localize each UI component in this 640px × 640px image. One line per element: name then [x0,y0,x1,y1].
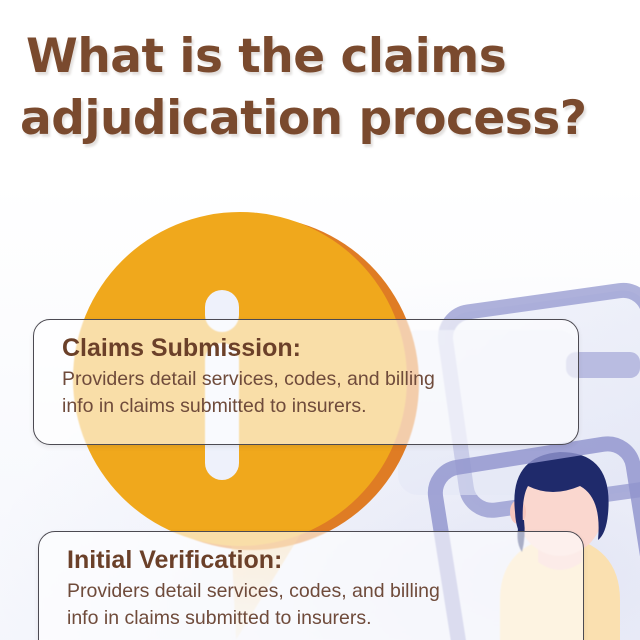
step-card-initial-verification[interactable]: Initial Verification: Providers detail s… [38,531,584,640]
page-title: What is the claims adjudication process? [20,26,632,150]
page-title-line-2: adjudication process? [20,91,587,146]
step-card-claims-submission[interactable]: Claims Submission: Providers detail serv… [33,319,579,445]
step-card-body-line-2: info in claims submitted to insurers. [62,395,367,417]
step-card-heading: Claims Submission: [62,334,301,362]
step-card-body-line-1: Providers detail services, codes, and bi… [62,368,435,390]
step-card-heading: Initial Verification: [67,546,283,574]
step-card-body: Providers detail services, codes, and bi… [67,578,561,632]
step-card-body-line-1: Providers detail services, codes, and bi… [67,580,440,602]
step-card-body: Providers detail services, codes, and bi… [62,366,556,420]
page-title-line-1: What is the claims [26,29,507,84]
step-card-body-line-2: info in claims submitted to insurers. [67,607,372,629]
